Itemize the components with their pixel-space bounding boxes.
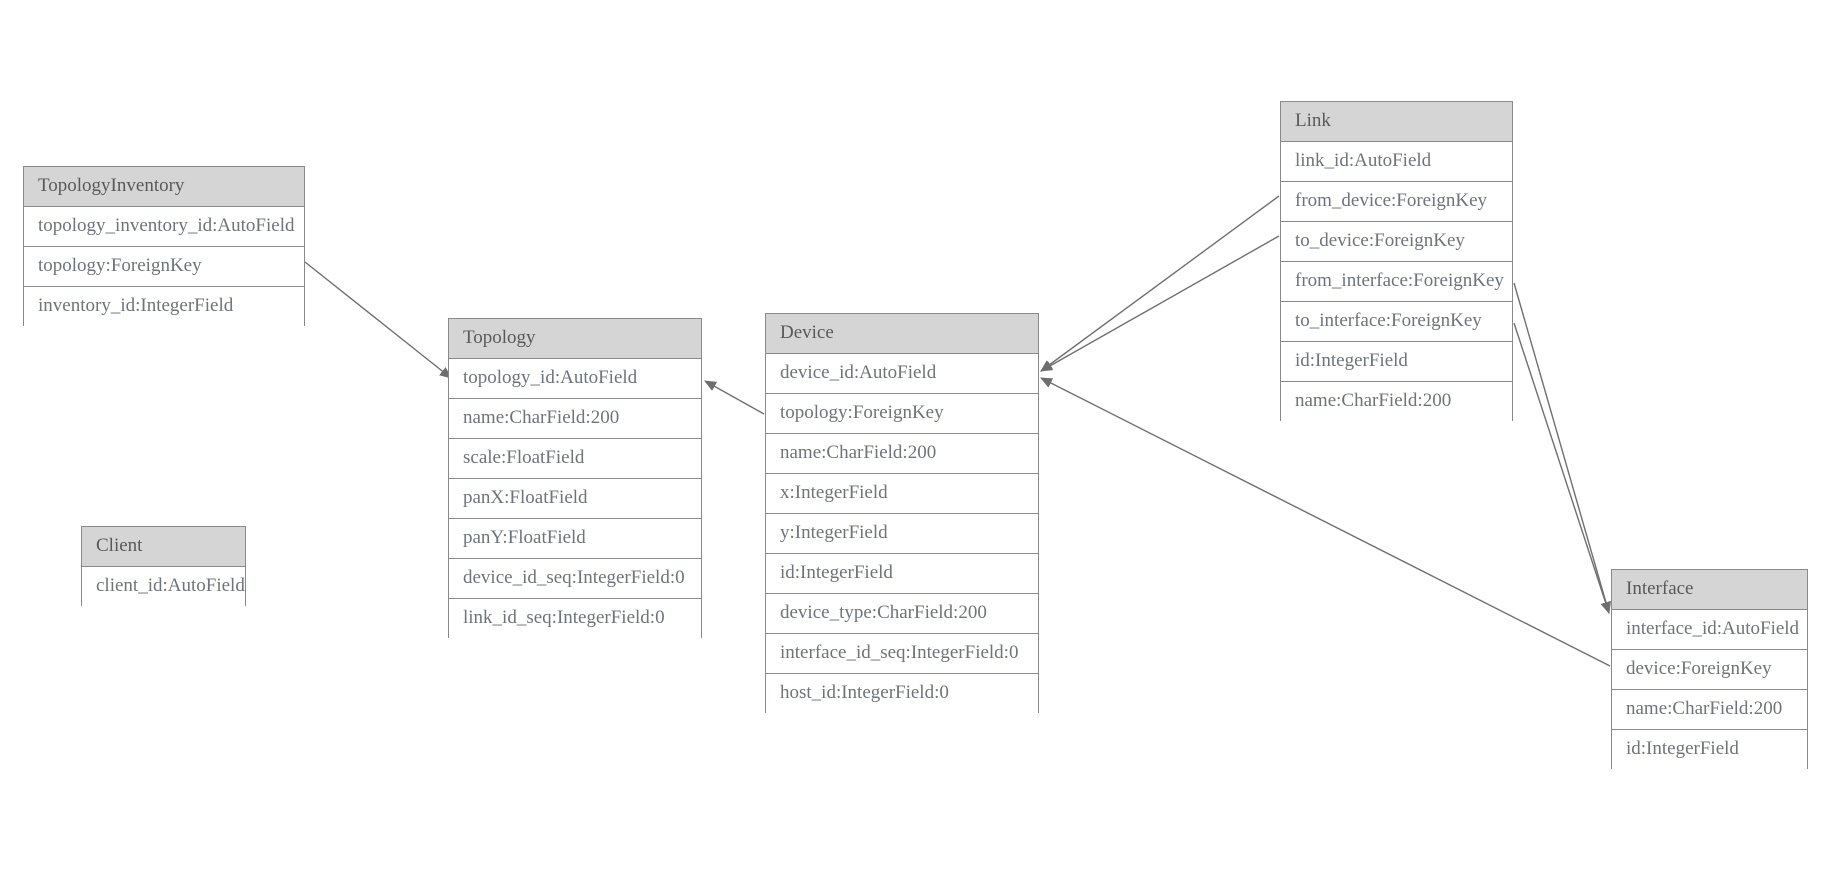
entity-field-row: panY:FloatField (449, 519, 701, 559)
entity-field-row: x:IntegerField (766, 474, 1038, 514)
entity-field-row: name:CharField:200 (1281, 382, 1512, 422)
entity-title-topology_inventory: TopologyInventory (24, 167, 304, 207)
entity-field-row: name:CharField:200 (1612, 690, 1807, 730)
entity-field-row: client_id:AutoField (82, 567, 245, 607)
entity-field-row: topology_inventory_id:AutoField (24, 207, 304, 247)
relationship-arrow-rel-topologyinventory-topology (304, 261, 452, 379)
relationship-arrow-rel-link-tointerface-interface (1513, 322, 1611, 614)
entity-field-row: topology:ForeignKey (766, 394, 1038, 434)
relationship-arrow-rel-device-topology (704, 380, 765, 415)
entity-field-row: topology_id:AutoField (449, 359, 701, 399)
entity-field-row: from_device:ForeignKey (1281, 182, 1512, 222)
entity-field-row: link_id_seq:IntegerField:0 (449, 599, 701, 639)
entity-field-row: link_id:AutoField (1281, 142, 1512, 182)
entity-field-row: device_id:AutoField (766, 354, 1038, 394)
entity-field-row: to_interface:ForeignKey (1281, 302, 1512, 342)
entity-field-row: device:ForeignKey (1612, 650, 1807, 690)
entity-title-link: Link (1281, 102, 1512, 142)
entity-title-device: Device (766, 314, 1038, 354)
entity-field-row: scale:FloatField (449, 439, 701, 479)
entity-field-row: id:IntegerField (1612, 730, 1807, 770)
entity-field-row: name:CharField:200 (449, 399, 701, 439)
relationship-arrow-rel-link-fromdevice-device (1040, 195, 1280, 372)
entity-field-row: y:IntegerField (766, 514, 1038, 554)
entity-title-client: Client (82, 527, 245, 567)
relationship-arrow-rel-link-frominterface-interface (1513, 282, 1611, 614)
entity-field-row: device_type:CharField:200 (766, 594, 1038, 634)
entity-title-topology: Topology (449, 319, 701, 359)
entity-field-row: id:IntegerField (1281, 342, 1512, 382)
entity-field-row: id:IntegerField (766, 554, 1038, 594)
entity-field-row: to_device:ForeignKey (1281, 222, 1512, 262)
entity-field-row: from_interface:ForeignKey (1281, 262, 1512, 302)
entity-field-row: host_id:IntegerField:0 (766, 674, 1038, 714)
entity-field-row: interface_id_seq:IntegerField:0 (766, 634, 1038, 674)
entity-title-interface: Interface (1612, 570, 1807, 610)
entity-field-row: device_id_seq:IntegerField:0 (449, 559, 701, 599)
entity-field-row: panX:FloatField (449, 479, 701, 519)
entity-field-row: name:CharField:200 (766, 434, 1038, 474)
entity-field-row: interface_id:AutoField (1612, 610, 1807, 650)
entity-field-row: topology:ForeignKey (24, 247, 304, 287)
relationship-arrow-rel-link-todevice-device (1040, 235, 1280, 372)
entity-field-row: inventory_id:IntegerField (24, 287, 304, 327)
